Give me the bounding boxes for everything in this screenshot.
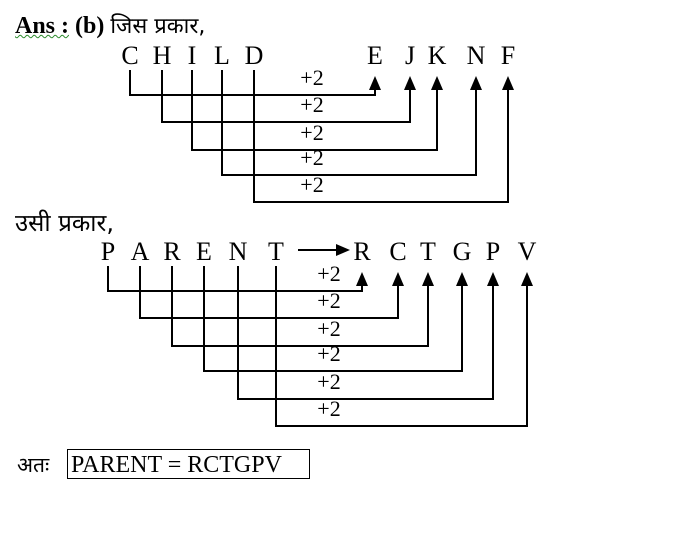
- target-letter: N: [467, 41, 486, 70]
- ans-label: Ans :: [15, 13, 70, 39]
- arrowhead: [392, 272, 404, 286]
- target-letter: K: [428, 41, 447, 70]
- target-letter: V: [518, 237, 537, 266]
- mapping-connector: [129, 70, 376, 96]
- shift-label: +2: [300, 92, 323, 117]
- mapping-connector: [203, 266, 463, 372]
- mapping-connector: [161, 70, 411, 123]
- source-letter: A: [131, 237, 150, 266]
- mapping-connector: [139, 266, 399, 319]
- target-letter: F: [501, 41, 515, 70]
- shift-label: +2: [317, 316, 340, 341]
- arrowhead: [422, 272, 434, 286]
- shift-label: +2: [317, 261, 340, 286]
- source-letter: C: [121, 41, 138, 70]
- target-letter: R: [353, 237, 371, 266]
- mapping-connector: [221, 70, 477, 176]
- target-letter: G: [453, 237, 472, 266]
- arrowhead: [369, 76, 381, 90]
- source-letter: R: [163, 237, 181, 266]
- mapping-connector: [253, 70, 509, 203]
- mapping-connector: [171, 266, 429, 347]
- source-letter: P: [101, 237, 115, 266]
- arrowhead: [470, 76, 482, 90]
- target-letter: J: [405, 41, 415, 70]
- intro-text: जिस प्रकार,: [110, 14, 206, 39]
- source-letter: H: [153, 41, 172, 70]
- arrowhead: [431, 76, 443, 90]
- target-letter: P: [486, 237, 500, 266]
- arrowhead: [487, 272, 499, 286]
- target-letter: C: [389, 237, 406, 266]
- arrowhead: [404, 76, 416, 90]
- source-letter: D: [245, 41, 264, 70]
- target-letter: E: [367, 41, 383, 70]
- result-box: [67, 449, 310, 479]
- example1-mapping: C E +2 H J +2 I K +2 L N +2 D F +2: [121, 41, 515, 203]
- answer-heading: Ans : (b) जिस प्रकार,: [15, 14, 205, 38]
- arrowhead: [521, 272, 533, 286]
- target-letter: T: [420, 237, 436, 266]
- result-text: PARENT = RCTGPV: [71, 452, 282, 478]
- answer-option: (b): [75, 13, 105, 39]
- shift-label: +2: [300, 120, 323, 145]
- shift-label: +2: [317, 369, 340, 394]
- source-letter: I: [188, 41, 197, 70]
- arrow-parent-to-rctgpv: [298, 244, 350, 256]
- therefore-label: अतः: [17, 453, 50, 477]
- arrowhead: [456, 272, 468, 286]
- shift-label: +2: [317, 341, 340, 366]
- arrowhead: [502, 76, 514, 90]
- arrowhead: [356, 272, 368, 286]
- shift-label: +2: [300, 172, 323, 197]
- mapping-connector: [107, 266, 363, 292]
- mapping-connector: [237, 266, 494, 400]
- source-letter: E: [196, 237, 212, 266]
- similarly-label: उसी प्रकार,: [15, 209, 114, 237]
- shift-label: +2: [300, 65, 323, 90]
- source-letter: T: [268, 237, 284, 266]
- source-letter: L: [214, 41, 230, 70]
- shift-label: +2: [317, 396, 340, 421]
- source-letter: N: [229, 237, 248, 266]
- example2-mapping: P R +2 A C +2 R T +2 E G +2 N P +2 T V +2: [101, 237, 537, 427]
- mapping-connector: [275, 266, 528, 427]
- shift-label: +2: [300, 145, 323, 170]
- shift-label: +2: [317, 288, 340, 313]
- mapping-connector: [191, 70, 438, 151]
